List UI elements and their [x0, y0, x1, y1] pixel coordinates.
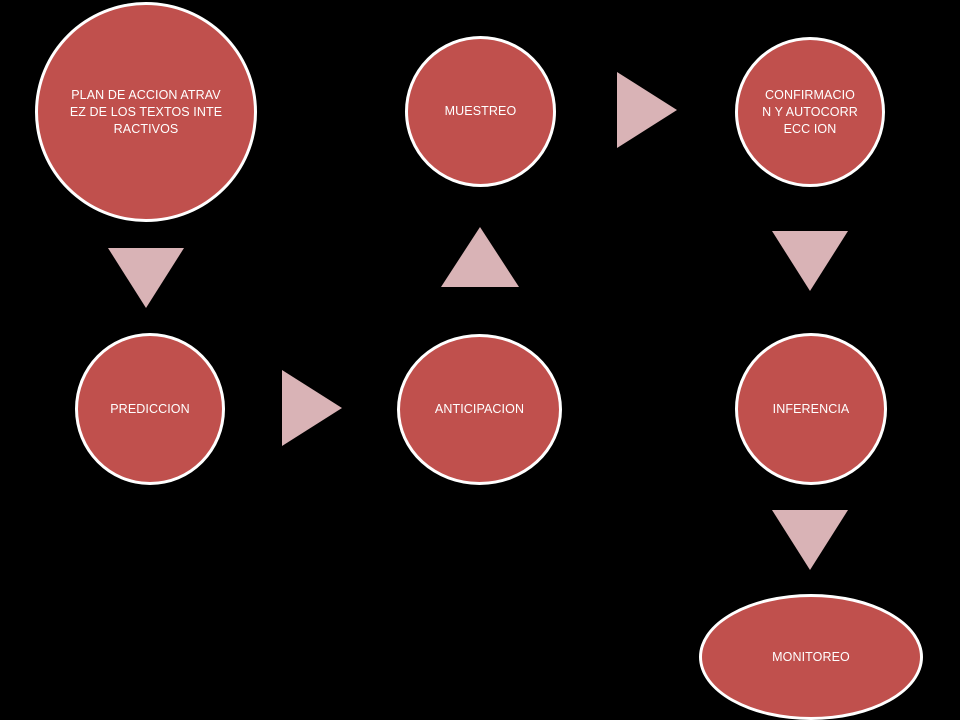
node-inferencia: INFERENCIA	[735, 333, 887, 485]
arrow-right-icon	[282, 370, 342, 446]
arrow-down-icon	[108, 248, 184, 308]
node-prediccion: PREDICCION	[75, 333, 225, 485]
node-prediccion-label: PREDICCION	[110, 401, 190, 416]
arrow-up-icon	[441, 227, 519, 287]
node-muestreo: MUESTREO	[405, 36, 556, 187]
arrow-right-icon	[617, 72, 677, 148]
node-plan-de-accion: PLAN DE ACCION ATRAVEZ DE LOS TEXTOS INT…	[35, 2, 257, 222]
node-inferencia-label: INFERENCIA	[772, 401, 850, 416]
node-confirmacion: CONFIRMACIO N Y AUTOCORRECC ION	[735, 37, 885, 187]
arrow-down-icon	[772, 231, 848, 291]
node-plan-de-accion-label: PLAN DE ACCION ATRAVEZ DE LOS TEXTOS INT…	[69, 87, 223, 136]
node-monitoreo-label: MONITOREO	[772, 649, 850, 664]
node-monitoreo: MONITOREO	[699, 594, 923, 720]
node-confirmacion-label: CONFIRMACIO N Y AUTOCORRECC ION	[762, 87, 858, 136]
node-anticipacion: ANTICIPACION	[397, 334, 562, 485]
node-muestreo-label: MUESTREO	[444, 104, 517, 118]
arrow-down-icon	[772, 510, 848, 570]
node-anticipacion-label: ANTICIPACION	[434, 402, 525, 416]
